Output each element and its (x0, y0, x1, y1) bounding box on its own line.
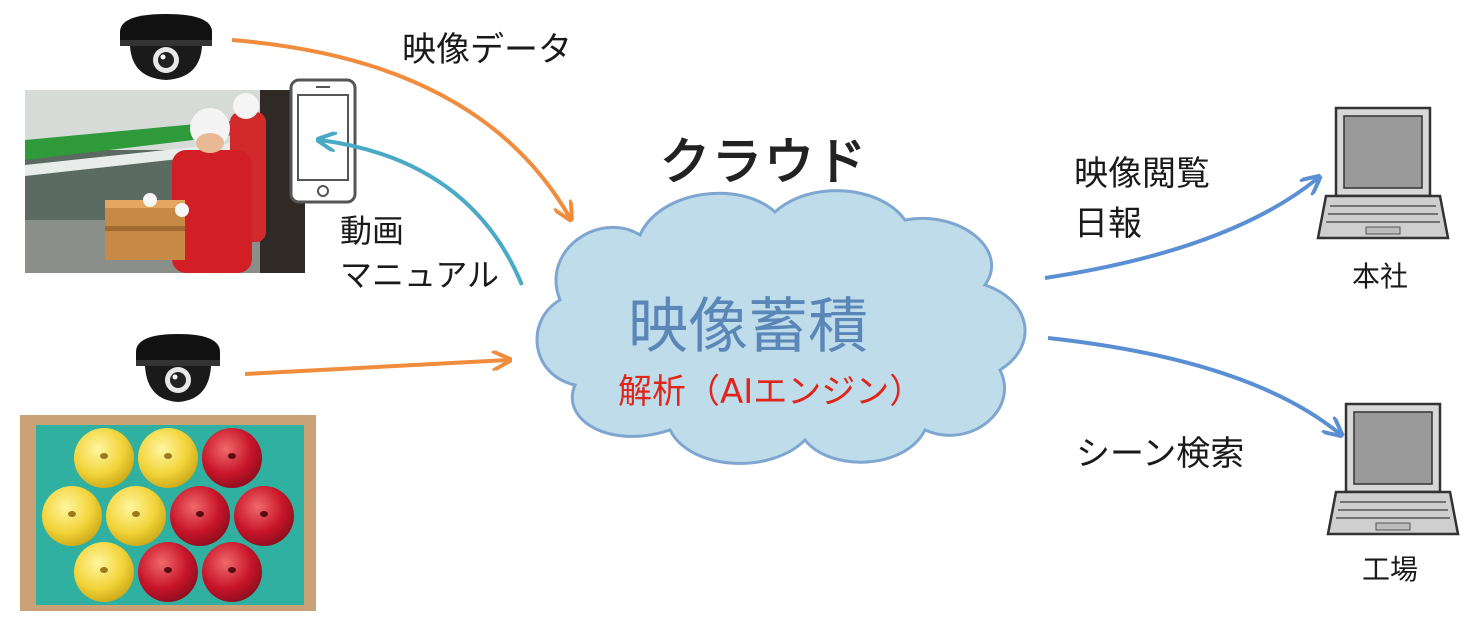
video-data-label: 映像データ (402, 30, 572, 70)
apple-stem (68, 511, 76, 517)
video-manual-label-line1: 動画 (340, 212, 405, 250)
apple-stem (228, 567, 236, 573)
cloud-shape (535, 189, 1027, 465)
video-manual-label-line2: マニュアル (340, 256, 500, 294)
security-camera-icon (136, 334, 220, 402)
factory-arrow (1047, 336, 1340, 434)
video-storage-label: 映像蓄積 (628, 292, 868, 362)
manual-delivery-arrow (320, 140, 524, 286)
apple-stem (100, 567, 108, 573)
head-office-label: 本社 (1352, 260, 1409, 293)
cloud-title: クラウド (660, 133, 868, 191)
factory-label: 工場 (1362, 553, 1419, 586)
apple-stem (100, 453, 108, 459)
apple-box-photo (20, 415, 316, 611)
head-office-arrow (1044, 178, 1318, 280)
video-upload-arrow (244, 360, 508, 376)
apple-stem (164, 567, 172, 573)
video-browse-label-line1: 映像閲覧 (1074, 154, 1210, 194)
video-data-arrow (231, 38, 570, 218)
scene-search-label: シーン検索 (1076, 434, 1245, 474)
apple-stem (196, 511, 204, 517)
apple-stem (260, 511, 268, 517)
apple-stem (228, 453, 236, 459)
factory-worker-photo (25, 90, 305, 273)
laptop-icon (1316, 106, 1450, 240)
ai-analysis-label: 解析（AIエンジン） (618, 372, 924, 412)
laptop-icon (1326, 402, 1460, 536)
security-camera-icon (120, 14, 212, 80)
video-browse-label-line2: 日報 (1074, 204, 1142, 244)
apple-stem (132, 511, 140, 517)
apple-stem (164, 453, 172, 459)
